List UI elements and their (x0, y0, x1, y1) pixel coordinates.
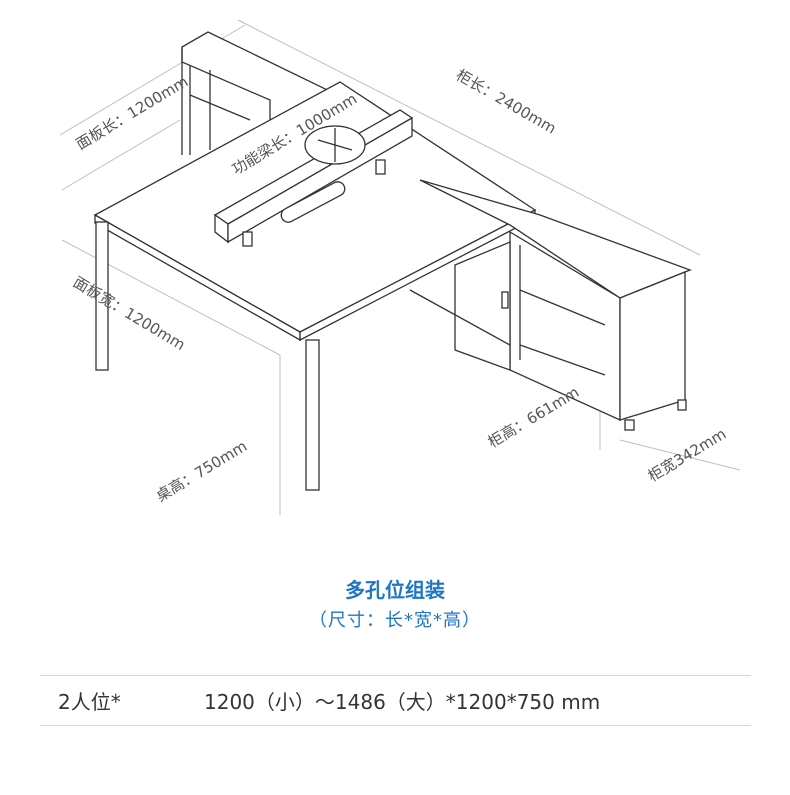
size-format-subtitle: （尺寸：长*宽*高） (309, 610, 481, 631)
panel-length-label: 面板长：1200mm (73, 72, 191, 153)
panel-width-label: 面板宽：1200mm (70, 273, 188, 354)
side-cabinet (409, 179, 692, 431)
cable-grommet (304, 125, 366, 165)
cable-slot (280, 181, 346, 223)
seat-count-label: 2人位* (58, 690, 121, 714)
desk-height-label: 桌高：750mm (153, 437, 250, 505)
assembly-title: 多孔位组装 (345, 578, 445, 602)
size-value: 1200（小）～1486（大）*1200*750 mm (204, 690, 601, 714)
table-bottom-rule (40, 725, 751, 726)
table-top-rule (40, 675, 751, 676)
cabinet-length-label: 柜长：2400mm (453, 66, 559, 138)
desk-legs (95, 221, 320, 491)
cabinet-height-label: 柜高：661mm (485, 383, 582, 451)
desk-diagram: 面板长：1200mm 功能梁长：1000mm 柜长：2400mm 面板宽：120… (59, 19, 741, 515)
cabinet-width-label: 柜宽342mm (645, 425, 730, 486)
